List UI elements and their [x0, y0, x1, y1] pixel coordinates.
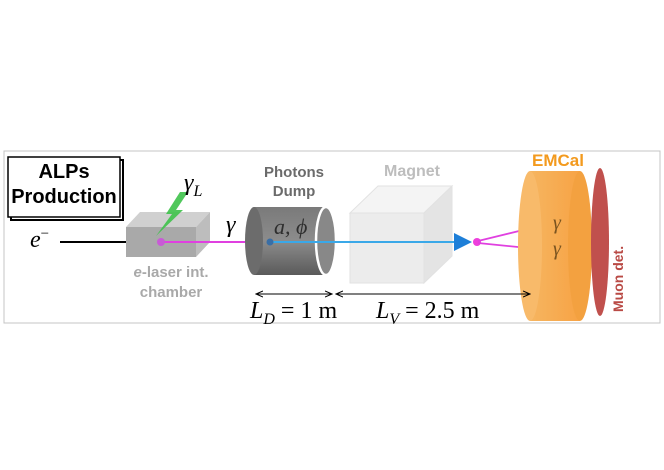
electron-charge: − [40, 226, 50, 242]
lv-value: = 2.5 m [399, 298, 480, 324]
ld-variable: L [250, 298, 264, 324]
diagram-frame [3, 150, 661, 324]
magnet-side-face [423, 184, 453, 285]
interaction-chamber [126, 212, 210, 257]
alp-production-point [266, 238, 274, 246]
lv-distance-label: LV = 2.5 m [376, 298, 479, 329]
alps-production-box [7, 156, 121, 218]
photon-label: γ [226, 212, 236, 238]
laser-bolt [156, 192, 188, 236]
electron-label: e− [30, 226, 49, 254]
dump-back-cap [245, 207, 263, 275]
chamber-label-line2: chamber [139, 284, 203, 301]
dump-label-line2: Dump [272, 183, 316, 200]
emcal-gamma-upper: γ [553, 212, 561, 234]
emcal-label: EMCal [532, 151, 584, 170]
chamber-label-line1: e-laser int. [116, 263, 226, 283]
magnet-front-face [349, 212, 425, 284]
alp-particles-label: a, ϕ [274, 214, 308, 239]
muon-detector-disk [591, 168, 609, 316]
electron-symbol: e [30, 227, 41, 253]
alps-production-label: ALPs Production [8, 160, 120, 210]
alps-production-line1: ALPs [38, 161, 90, 183]
magnet-cube [348, 184, 454, 285]
interaction-vertex [157, 238, 165, 246]
magnet-label: Magnet [384, 163, 440, 180]
emcal-front-cap [518, 171, 542, 321]
chamber-side-face [196, 212, 210, 257]
chamber-label-prefix: e [133, 264, 142, 281]
emcal-gamma-lower: γ [553, 238, 561, 260]
laser-subscript: L [193, 182, 203, 200]
emcal-detector [518, 171, 592, 321]
laser-photon-label: γL [184, 170, 202, 201]
chamber-label-rest: -laser int. [141, 264, 209, 281]
alps-production-box-shadow [10, 159, 124, 221]
lv-variable: L [376, 298, 390, 324]
ld-value: = 1 m [274, 298, 338, 324]
alps-production-line2: Production [11, 186, 117, 208]
ld-subscript: D [263, 310, 275, 328]
dump-label: Photons Dump [246, 163, 342, 201]
emcal-back-cap [568, 171, 592, 321]
lv-subscript: V [389, 310, 400, 328]
chamber-label: e-laser int. chamber [116, 263, 226, 303]
laser-gamma: γ [184, 170, 194, 196]
muon-detector-label: Muon det. [610, 245, 626, 312]
dump-label-line1: Photons [264, 164, 324, 181]
decay-vertex [473, 238, 481, 246]
ld-distance-label: LD = 1 m [250, 298, 337, 329]
